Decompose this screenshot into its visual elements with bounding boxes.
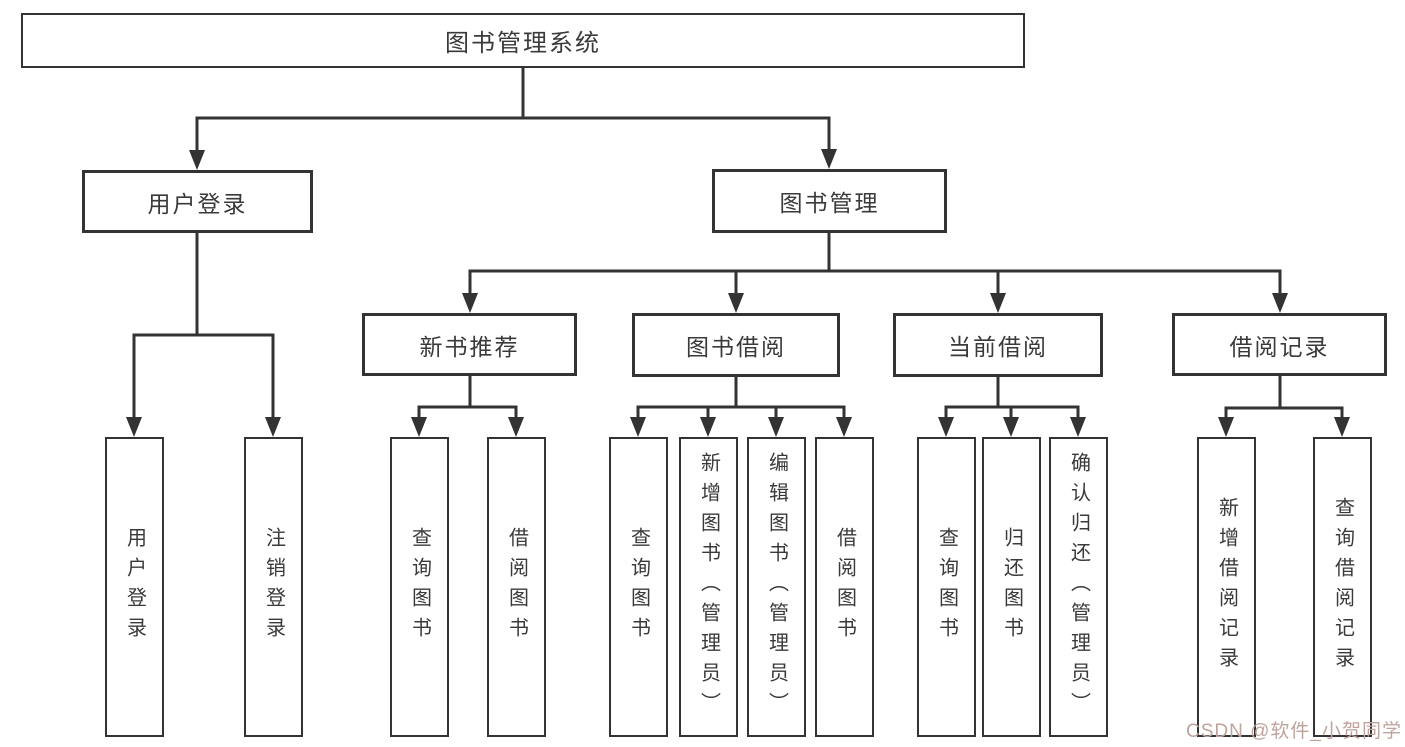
arrowheads <box>126 149 1350 437</box>
leaf-borrowing-add-books-admin: 新增图书（管理员） <box>679 437 738 737</box>
leaf-records-add-record: 新增借阅记录 <box>1197 437 1256 737</box>
node-borrow-records: 借阅记录 <box>1172 313 1387 376</box>
leaf-logout: 注销登录 <box>244 437 303 737</box>
leaf-borrowing-edit-books-admin: 编辑图书（管理员） <box>747 437 806 737</box>
node-current-borrowing: 当前借阅 <box>893 313 1103 377</box>
leaf-borrowing-borrow-books: 借阅图书 <box>815 437 874 737</box>
node-user-login: 用户登录 <box>82 170 313 233</box>
node-book-management: 图书管理 <box>712 169 947 233</box>
leaf-current-return-books: 归还图书 <box>982 437 1041 737</box>
leaf-borrowing-query-books: 查询图书 <box>609 437 668 737</box>
node-root: 图书管理系统 <box>21 13 1025 68</box>
node-book-borrowing: 图书借阅 <box>632 313 840 377</box>
leaf-newbook-borrow-books: 借阅图书 <box>487 437 546 737</box>
leaf-user-login: 用户登录 <box>105 437 164 737</box>
leaf-newbook-query-books: 查询图书 <box>390 437 449 737</box>
leaf-current-confirm-return-admin: 确认归还（管理员） <box>1049 437 1108 737</box>
leaf-records-query-record: 查询借阅记录 <box>1313 437 1372 737</box>
csdn-watermark: CSDN @软件_小贺同学 <box>1186 721 1402 742</box>
node-new-book-recommend: 新书推荐 <box>362 313 577 376</box>
leaf-current-query-books: 查询图书 <box>917 437 976 737</box>
